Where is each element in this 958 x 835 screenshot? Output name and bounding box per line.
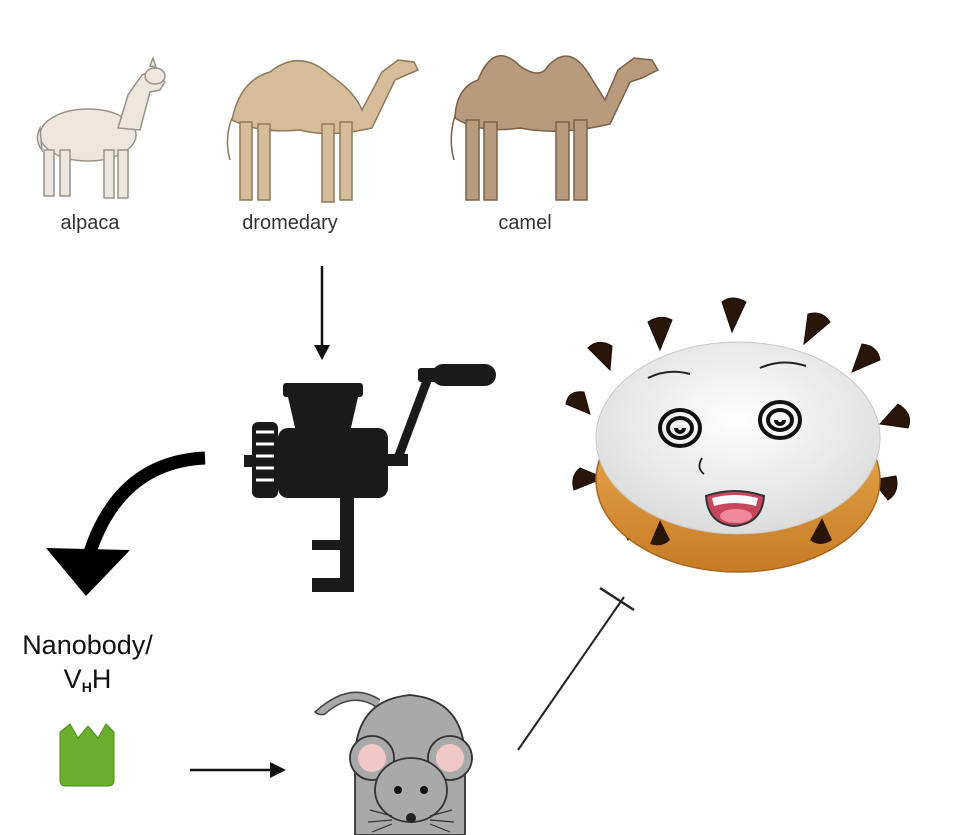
curved-arrow xyxy=(46,451,206,596)
alpaca-illustration xyxy=(36,55,166,199)
vhh-v: V xyxy=(63,664,82,694)
meat-grinder-icon xyxy=(244,364,496,592)
right-arrow xyxy=(190,762,286,778)
dromedary-illustration xyxy=(226,59,420,203)
vhh-sub: H xyxy=(81,679,92,695)
inhibition-line xyxy=(517,586,635,751)
camel-illustration xyxy=(450,55,660,201)
dromedary-label: dromedary xyxy=(242,212,338,234)
nanobody-label: Nanobody/ VHH xyxy=(0,628,175,704)
alpaca-label: alpaca xyxy=(60,212,120,234)
nanobody-shape xyxy=(59,723,115,787)
down-arrow xyxy=(314,266,330,360)
donut-virus-illustration xyxy=(565,297,911,573)
nanobody-line1: Nanobody/ xyxy=(22,630,153,660)
camel-label: camel xyxy=(498,212,552,234)
vhh-h: H xyxy=(91,664,112,694)
mouse-icon xyxy=(313,691,473,835)
